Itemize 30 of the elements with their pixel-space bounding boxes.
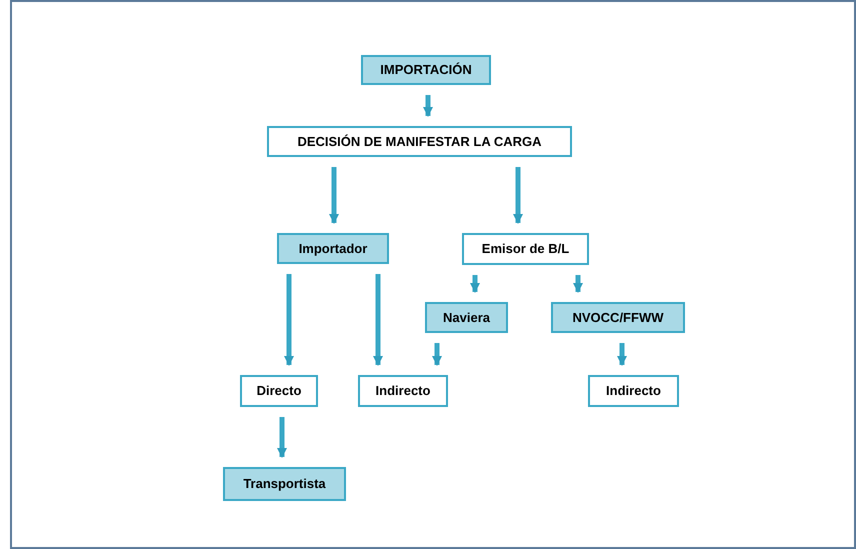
box-label: Emisor de B/L xyxy=(482,240,570,258)
process-box xyxy=(277,233,389,264)
arrow xyxy=(432,343,442,366)
box-label: DECISIÓN DE MANIFESTAR LA CARGA xyxy=(297,132,542,151)
arrow xyxy=(423,95,433,117)
box-label: Indirecto xyxy=(376,382,430,400)
box-label: Directo xyxy=(256,382,302,400)
box-label: NVOCC/FFWW xyxy=(572,308,664,327)
arrow xyxy=(470,275,480,293)
arrow xyxy=(573,275,583,293)
box-label: Naviera xyxy=(443,308,490,327)
process-box xyxy=(361,55,491,85)
arrow xyxy=(373,274,383,366)
box-label: Indirecto xyxy=(606,382,661,400)
process-box xyxy=(223,467,346,501)
box-label: Importador xyxy=(298,240,368,258)
process-box xyxy=(267,126,572,157)
process-box xyxy=(462,233,589,265)
process-box xyxy=(588,375,679,407)
process-box xyxy=(425,302,508,333)
process-box xyxy=(551,302,685,333)
arrow xyxy=(617,343,627,366)
process-box xyxy=(358,375,448,407)
arrow xyxy=(284,274,294,366)
arrow xyxy=(513,167,523,224)
box-label: Transportista xyxy=(243,475,326,494)
arrow xyxy=(277,417,287,458)
process-box xyxy=(240,375,318,407)
box-label: IMPORTACIÓN xyxy=(380,61,472,80)
arrow xyxy=(329,167,339,224)
